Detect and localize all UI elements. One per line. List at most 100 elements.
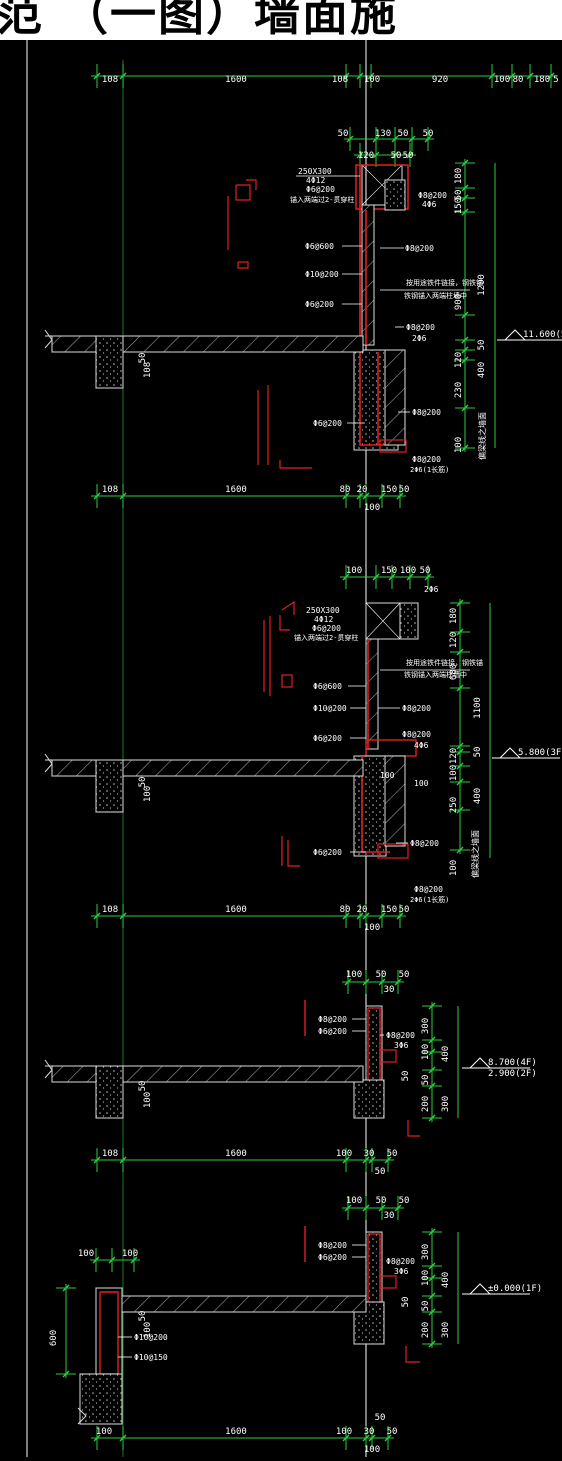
drawing-lines: [26, 40, 562, 1457]
dimension-tick: [342, 573, 350, 581]
dimension-label: 100: [336, 1149, 352, 1159]
dimension-tick: [93, 72, 101, 80]
rebar-label: Φ6@600: [305, 242, 334, 251]
dimension-label: 400: [441, 1272, 451, 1288]
rebar-note: 锚入两端过2-贯穿柱: [294, 633, 358, 642]
dimension-label: 130: [375, 129, 391, 139]
dimension-label: 300: [421, 1018, 431, 1034]
rebar-note: Φ6@200: [306, 185, 335, 194]
dimension-label: 20: [357, 905, 368, 915]
rebar: [281, 600, 295, 615]
dimension-label: 108: [102, 905, 118, 915]
dimension-tick: [428, 1036, 436, 1044]
document-title: 范 （一图）墙面施: [0, 0, 399, 40]
dimension-tick: [488, 72, 496, 80]
dimension-label: 20: [357, 485, 368, 495]
dimension-label: 150: [454, 198, 464, 214]
dimension-label: 100: [143, 1092, 153, 1108]
dimension-tick: [456, 762, 464, 770]
dimension-label: 100: [400, 566, 416, 576]
rebar-label: Φ8@200: [418, 191, 447, 200]
dimension-label: 100: [421, 1270, 431, 1286]
rebar-label: Φ8@200: [412, 455, 441, 464]
dimension-tick: [424, 135, 432, 143]
dimension-label: 80: [340, 485, 351, 495]
dimension-tick: [119, 912, 127, 920]
note-label: 按用途铁件链接，钢铁锚: [406, 658, 483, 667]
note-label: 铁钢锚入两端柱墙中: [404, 291, 467, 300]
dimension-tick: [394, 1204, 402, 1212]
rebar-label: Φ10@200: [305, 270, 339, 279]
dimension-tick: [344, 978, 352, 986]
dimension-label: 680: [449, 664, 459, 680]
elevation-label: 2.900(2F): [488, 1069, 537, 1079]
dimension-tick: [456, 778, 464, 786]
dimension-label: 50: [403, 151, 414, 161]
elevation-marker: [504, 329, 526, 341]
dimension-label: 100: [414, 779, 429, 788]
elevation-label: ±0.000(1F): [488, 1284, 542, 1294]
lower-beam: [353, 1079, 385, 1119]
dimension-tick: [428, 1274, 436, 1282]
dimension-label: 50: [399, 1196, 410, 1206]
dimension-tick: [461, 159, 469, 167]
rebar-label: Φ8@200: [402, 730, 431, 739]
dimension-tick: [356, 492, 364, 500]
dimension-tick: [362, 1156, 370, 1164]
dimension-label: 50: [423, 129, 434, 139]
dimension-label: 400: [473, 788, 483, 804]
rebar-label: 4Φ6: [414, 741, 429, 750]
dimension-tick: [461, 404, 469, 412]
dimension-tick: [396, 492, 404, 500]
dimension-tick: [342, 72, 350, 80]
dimension-label: 50: [421, 1075, 431, 1086]
dimension-label: 100: [454, 437, 464, 453]
slab-cont: [51, 759, 97, 777]
dimension-label: 1600: [225, 1427, 247, 1437]
rebar: [279, 460, 312, 469]
dimension-label: 300: [441, 1322, 451, 1338]
dimension-label: 100: [364, 1445, 380, 1455]
dimension-label: 50: [421, 1301, 431, 1312]
vertical-note: 偏梁线之墙面: [477, 412, 487, 460]
dimension-tick: [367, 72, 375, 80]
rebar-detail: [281, 674, 293, 688]
dimension-label: 1600: [225, 905, 247, 915]
stirrup: [377, 843, 409, 859]
stirrup: [379, 1275, 397, 1289]
dimension-tick: [344, 1204, 352, 1212]
dimension-tick: [456, 628, 464, 636]
dimension-tick: [396, 912, 404, 920]
dimension-tick: [378, 492, 386, 500]
dimension-tick: [342, 912, 350, 920]
rebar-note: 4Φ12: [314, 615, 333, 624]
dimension-label: 50: [391, 151, 402, 161]
elevation-marker: [469, 1283, 491, 1295]
note-label: 铁钢锚入两端柱墙中: [404, 670, 467, 679]
dimension-tick: [428, 1262, 436, 1270]
dimension-label: 50: [138, 1081, 148, 1092]
dimension-tick: [356, 72, 364, 80]
rebar-label: Φ6@200: [313, 419, 342, 428]
dimension-tick: [346, 135, 354, 143]
dimension-label: 180: [534, 75, 550, 85]
dimension-tick: [372, 135, 380, 143]
dimension-label: 108: [102, 75, 118, 85]
parapet: [384, 349, 406, 446]
dimension-tick: [508, 72, 516, 80]
beam-stirrup: [355, 164, 409, 210]
dimension-tick: [461, 194, 469, 202]
dimension-label: 50: [401, 1071, 411, 1082]
rebar: [407, 1120, 420, 1137]
floor-slab: [122, 759, 364, 777]
rebar-label: 2Φ6(1长筋): [410, 895, 449, 904]
rebar: [279, 615, 290, 631]
dimension-label: 108: [332, 75, 348, 85]
lower-beam: [353, 755, 387, 857]
dimension-tick: [456, 599, 464, 607]
dimension-tick: [378, 1204, 386, 1212]
dimension-label: 100: [346, 566, 362, 576]
dimension-tick: [342, 1156, 350, 1164]
dimension-label: 250: [449, 797, 459, 813]
parapet: [384, 755, 406, 847]
